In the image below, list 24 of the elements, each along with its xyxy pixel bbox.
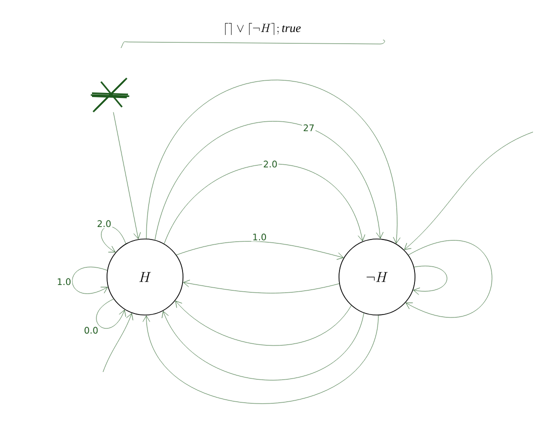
edge-label: 2.0 [96, 219, 112, 228]
title-formula: $\lceil\rceil \vee \lceil\neg H\rceil \mathbf{;}\, \mathit{true}$ [225, 23, 301, 35]
arrow [164, 164, 366, 244]
arrow [154, 121, 384, 240]
arrow [113, 112, 141, 239]
arrow [102, 313, 134, 372]
arrow [176, 241, 344, 260]
arrow [183, 280, 340, 294]
arrow [162, 311, 364, 380]
arrow [101, 226, 126, 252]
arrow [413, 266, 448, 295]
scribble-drawing [90, 78, 130, 112]
edge-label: 1.0 [56, 277, 72, 286]
edge-label: 0.0 [82, 326, 100, 335]
edge-label: 2.0 [262, 160, 278, 168]
arrow [96, 298, 126, 329]
arrow [404, 132, 534, 250]
arrow [142, 315, 379, 404]
edge-label: 27 [302, 123, 316, 132]
edge-label: 1.0 [251, 232, 268, 242]
arrow [146, 80, 400, 244]
arrow [406, 240, 492, 318]
arrow [175, 300, 352, 346]
arrow [72, 266, 108, 294]
